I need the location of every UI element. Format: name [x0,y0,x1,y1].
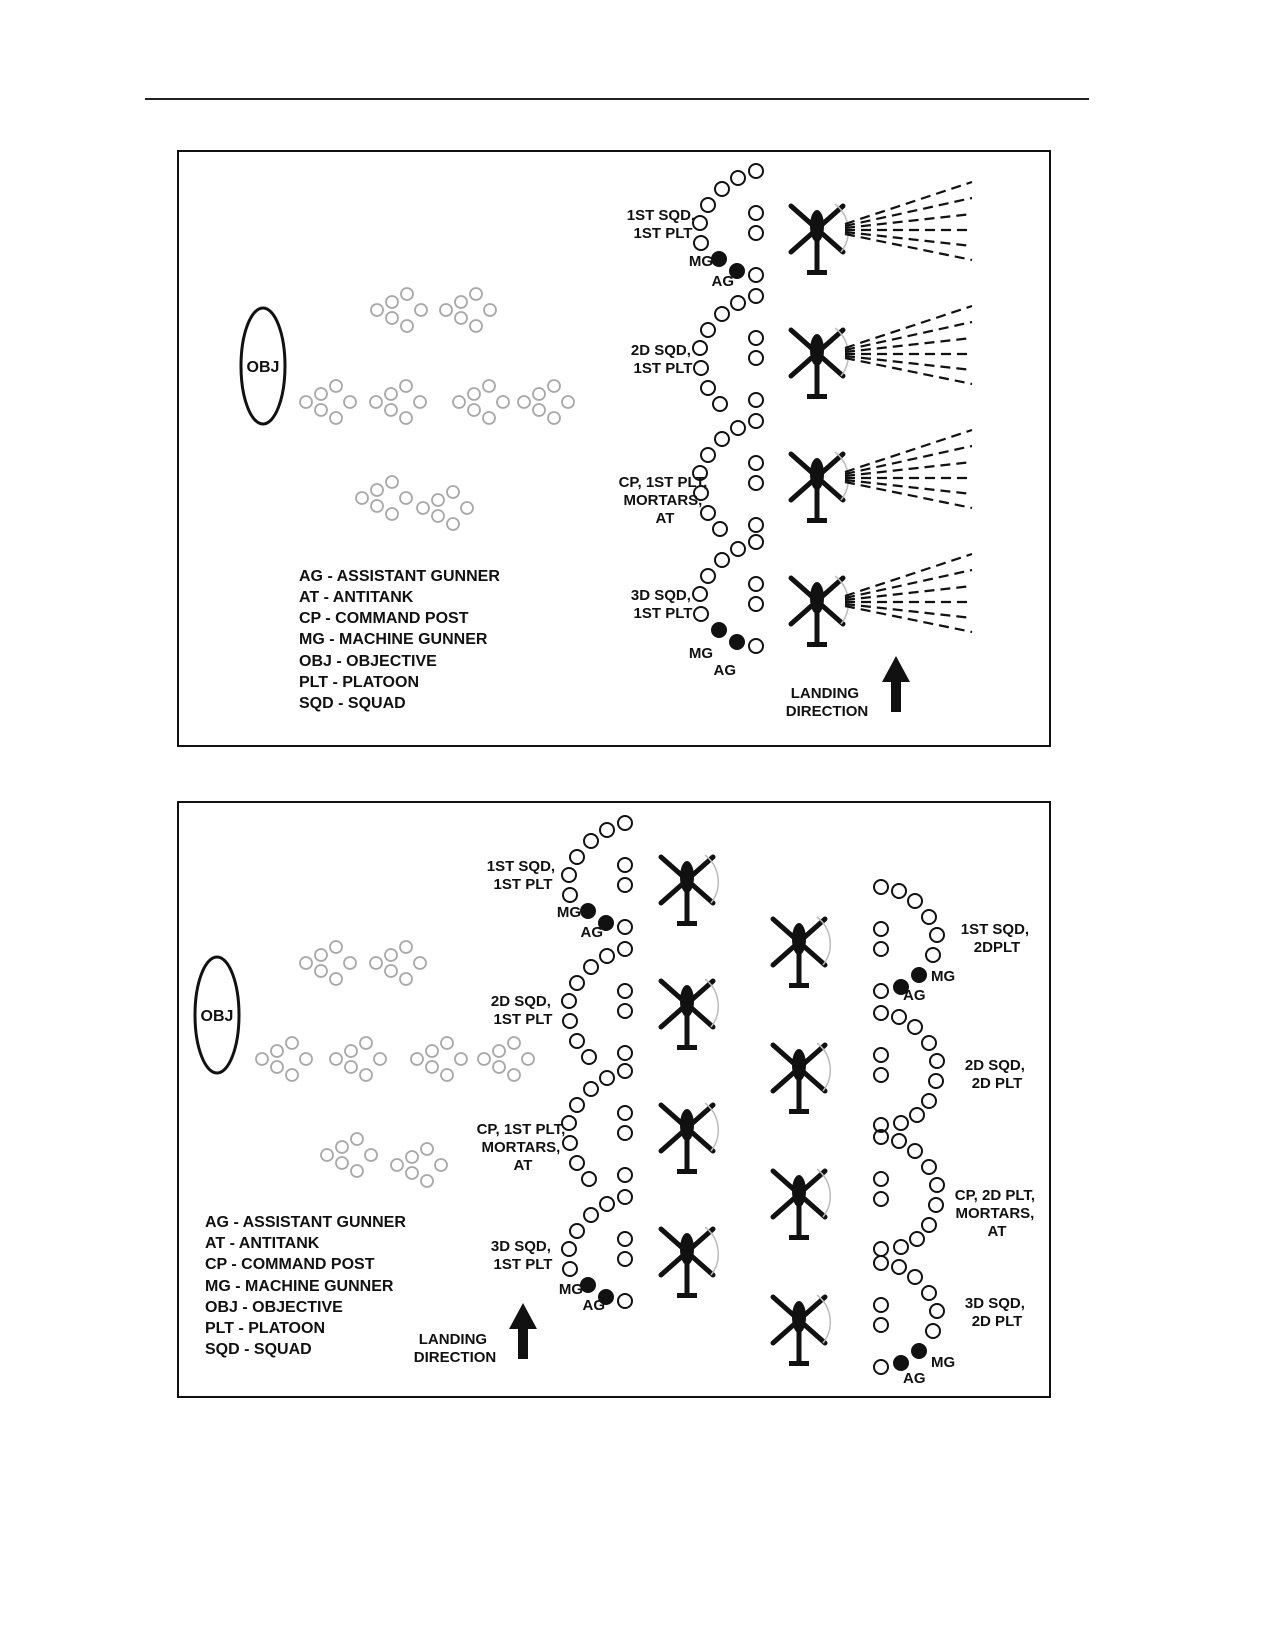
unit-label-right-4: 3D SQD, 2D PLT [965,1295,1029,1330]
assault-formation-markers [299,287,575,531]
mg-label: MG [931,1354,955,1371]
diagram-b-canvas: OBJ 1ST SQD, 1ST PLT 2D SQD, 1ST PLT CP,… [193,815,1039,1387]
ag-label: AG [903,1370,926,1387]
objective-label: OBJ [247,359,280,376]
helicopter [773,1169,830,1240]
unit-label-2: 2D SQD, 1ST PLT [631,342,695,377]
mg-label: MG [931,968,955,985]
squad-formation-4 [692,534,764,654]
arrow-up-icon [882,656,910,712]
unit-label-left-3: CP, 1ST PLT, MORTARS, AT [477,1121,570,1174]
landing-direction-label: LANDING DIRECTION [786,685,869,720]
helicopter [773,1043,830,1114]
squad-formation-1st-plt-3 [561,1063,633,1187]
ag-label: AG [714,662,737,679]
diagram-two-platoon-landing: OBJ 1ST SQD, 1ST PLT 2D SQD, 1ST PLT CP,… [177,801,1051,1398]
helicopter [791,552,974,647]
helicopter [661,855,718,926]
helicopter [791,428,974,523]
ag-label: AG [581,924,604,941]
mg-label: MG [557,904,581,921]
unit-label-right-1: 1ST SQD, 2DPLT [961,921,1034,956]
arrow-up-icon [509,1303,537,1359]
helicopter [791,180,974,275]
unit-label-3: CP, 1ST PLT, MORTARS, AT [619,474,712,527]
objective-ellipse [193,955,241,1075]
mg-label: MG [559,1281,583,1298]
landing-direction-label: LANDING DIRECTION [414,1331,497,1366]
mg-label: MG [689,253,713,270]
mg-label: MG [689,645,713,662]
helicopter [661,1103,718,1174]
squad-formation-2 [692,288,764,412]
squad-formation-1st-plt-2 [561,941,633,1065]
objective-label: OBJ [201,1008,234,1025]
diagram-a-canvas: OBJ 1ST SQD, 1ST PLT 2D SQD, 1ST PLT CP,… [239,163,974,720]
helicopter [773,917,830,988]
squad-formation-2d-plt-3 [873,1129,945,1257]
unit-label-right-3: CP, 2D PLT, MORTARS, AT [955,1187,1039,1240]
legend: AG - ASSISTANT GUNNER AT - ANTITANK CP -… [205,1214,410,1358]
helicopter [791,304,974,399]
ag-label: AG [903,987,926,1004]
unit-label-right-2: 2D SQD, 2D PLT [965,1057,1029,1092]
helicopter [661,979,718,1050]
page-header-rule [145,98,1089,100]
unit-label-1: 1ST SQD, 1ST PLT [627,207,700,242]
unit-label-left-1: 1ST SQD, 1ST PLT [487,858,560,893]
unit-label-left-4: 3D SQD, 1ST PLT [491,1238,555,1273]
legend: AG - ASSISTANT GUNNER AT - ANTITANK CP -… [299,568,504,712]
helicopter [773,1295,830,1366]
helicopter [661,1227,718,1298]
diagram-single-platoon-landing: OBJ 1ST SQD, 1ST PLT 2D SQD, 1ST PLT CP,… [177,150,1051,747]
unit-label-4: 3D SQD, 1ST PLT [631,587,695,622]
squad-formation-2d-plt-2 [873,1005,945,1133]
objective-ellipse [239,306,287,426]
unit-label-left-2: 2D SQD, 1ST PLT [491,993,555,1028]
ag-label: AG [583,1297,606,1314]
ag-label: AG [712,273,735,290]
